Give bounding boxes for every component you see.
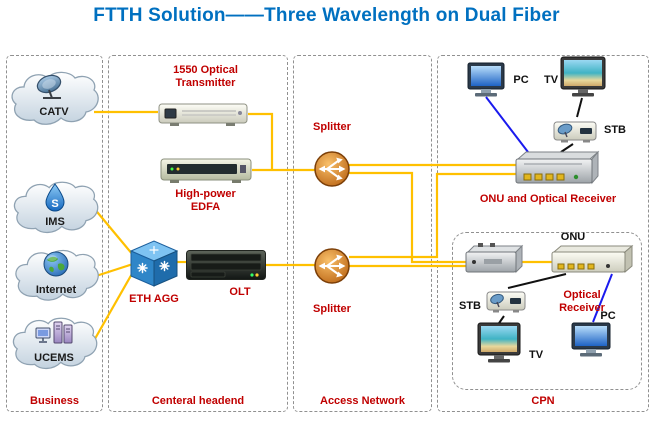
olt-device: [186, 250, 266, 280]
eth-agg-label: ETH AGG: [116, 293, 192, 306]
pc-cpn-label-text: PC: [600, 310, 616, 322]
eth-agg-switch-icon: [130, 240, 178, 287]
internet-label: Internet: [35, 284, 77, 296]
onu-cpn-label: ONU: [545, 231, 601, 244]
edfa-label-line1: High-power: [175, 188, 236, 200]
globe-icon: [43, 251, 69, 277]
splitter-top-label: Splitter: [299, 121, 365, 134]
ims-label: IMS: [45, 216, 65, 228]
tv-monitor-cpn: [477, 322, 521, 363]
olt-label: OLT: [212, 286, 268, 299]
stb-device-top: [553, 121, 597, 143]
catv-label: CATV: [39, 106, 69, 118]
eth-agg-label-text: ETH AGG: [129, 293, 179, 305]
onu-cpn-label-text: ONU: [560, 231, 586, 243]
ucems-label: UCEMS: [34, 352, 74, 364]
business-zone-label: Business: [30, 395, 79, 407]
stb-cpn-label: STB: [456, 300, 484, 313]
edfa-label: High-power EDFA: [153, 188, 258, 214]
splitter-bottom-icon: [314, 248, 350, 284]
tv-cpn-label: TV: [524, 349, 548, 362]
pc-top-label: PC: [510, 74, 532, 87]
ims-cloud: S IMS: [10, 178, 100, 238]
access-network-zone-label: Access Network: [320, 395, 405, 407]
splitter-top-label-text: Splitter: [313, 121, 351, 133]
olt-label-text: OLT: [229, 286, 251, 298]
transmitter-label-line1: 1550 Optical: [173, 64, 238, 76]
onu-device-cpn: [551, 244, 634, 274]
access-network-zone: Access Network: [293, 55, 432, 412]
stb-top-label: STB: [600, 124, 630, 137]
pc-monitor-cpn: [571, 322, 611, 357]
cpn-zone-label: CPN: [531, 395, 555, 407]
pc-top-label-text: PC: [513, 74, 529, 86]
edfa-label-line2: EDFA: [190, 200, 221, 213]
stb-cpn-label-text: STB: [459, 300, 481, 312]
server-icon: [35, 321, 73, 344]
tv-top-label: TV: [540, 74, 562, 87]
pc-cpn-label: PC: [596, 310, 620, 323]
ucems-cloud: UCEMS: [8, 314, 100, 374]
onu-optical-receiver-device: [515, 150, 600, 185]
optical-receiver-cpn-label-line1: Optical: [563, 289, 601, 301]
tv-monitor-top: [560, 56, 606, 97]
transmitter-label-line2: Transmitter: [175, 76, 236, 89]
tv-cpn-label-text: TV: [528, 349, 544, 361]
page-title: FTTH Solution——Three Wavelength on Dual …: [93, 5, 560, 26]
optical-receiver-device-cpn: [465, 243, 524, 274]
drop-glyph: S: [51, 198, 58, 210]
stb-top-label-text: STB: [604, 124, 626, 136]
onu-receiver-label: ONU and Optical Receiver: [452, 193, 644, 206]
pc-monitor-top: [467, 62, 505, 97]
satellite-dish-icon: [36, 74, 62, 99]
tv-top-label-text: TV: [543, 74, 559, 86]
catv-cloud: CATV: [8, 68, 100, 130]
onu-receiver-label-text: ONU and Optical Receiver: [479, 193, 617, 205]
internet-cloud: Internet: [12, 246, 100, 306]
optical-transmitter-device: [158, 103, 248, 126]
headend-zone-label: Centeral headend: [151, 395, 245, 407]
stb-device-cpn: [486, 291, 526, 313]
splitter-bottom-label: Splitter: [299, 303, 365, 316]
water-drop-icon: S: [45, 183, 65, 212]
splitter-top-icon: [314, 151, 350, 187]
splitter-bottom-label-text: Splitter: [313, 303, 351, 315]
transmitter-label: 1550 Optical Transmitter: [148, 64, 263, 90]
edfa-device: [160, 158, 252, 183]
